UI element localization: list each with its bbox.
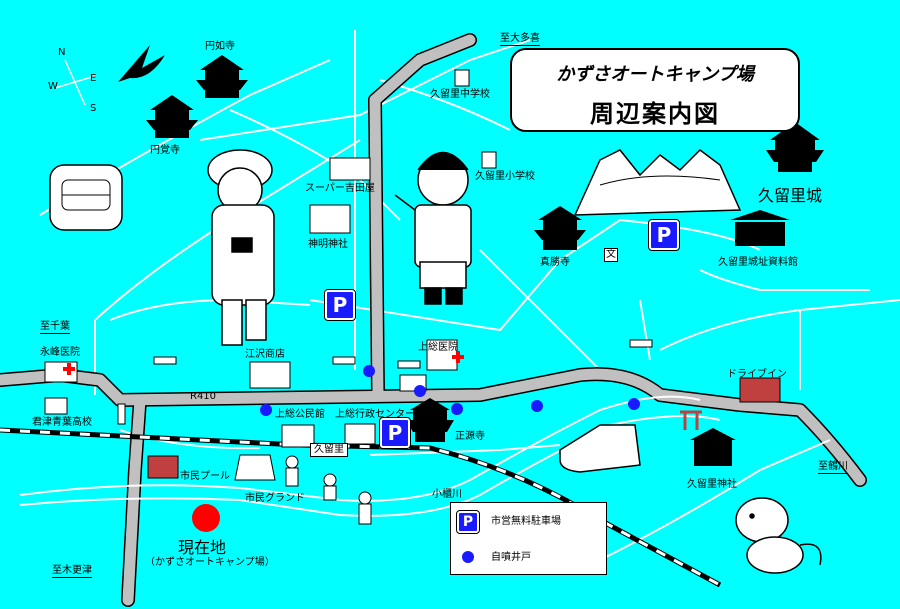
shoe-icon	[559, 424, 641, 473]
label-enkakuji: 円覚寺	[150, 145, 180, 156]
temple-icon	[146, 55, 824, 466]
label-to-kisarazu: 至木更津	[52, 565, 92, 578]
label-kururi-shrine: 久留里神社	[687, 479, 737, 490]
well-marker	[451, 403, 463, 415]
compass-n: N	[58, 47, 66, 58]
label-castle-museum: 久留里城址資料館	[718, 257, 798, 268]
school-mark: 文	[604, 248, 618, 262]
label-joso-clinic: 上総医院	[418, 342, 458, 353]
legend-parking-icon: P	[456, 510, 480, 534]
title-panel: かずさオートキャンプ場 周辺案内図	[510, 48, 800, 132]
swallow-icon	[118, 45, 165, 82]
label-current-location: 現在地	[178, 538, 227, 557]
parking-marker: P	[379, 417, 411, 449]
mountain-icon	[573, 149, 742, 216]
compass-s: S	[90, 103, 97, 114]
label-to-chiba: 至千葉	[40, 321, 70, 334]
hospital-cross-icon	[63, 351, 464, 375]
hikers-icon	[285, 455, 372, 525]
compass-rose-icon	[54, 59, 96, 106]
hiker-girl-icon	[207, 149, 275, 346]
legend-parking-label: 市営無料駐車場	[491, 516, 561, 527]
main-roads	[0, 34, 866, 606]
river	[19, 395, 831, 561]
well-marker	[531, 400, 543, 412]
label-current-location-sub: （かずさオートキャンプ場）	[145, 557, 275, 568]
well-marker	[628, 398, 640, 410]
title-camp-name: かずさオートキャンプ場	[556, 64, 754, 85]
label-esawa-store: 江沢商店	[245, 349, 285, 360]
label-to-tsurukawa: 至鶴川	[818, 461, 848, 474]
dog-icon	[735, 497, 822, 574]
label-shinmei: 神明神社	[308, 239, 348, 250]
city-pool-icon	[234, 454, 276, 481]
legend-well-label: 自噴井戸	[491, 552, 531, 563]
label-kimitsu-school: 君津青葉高校	[32, 417, 92, 428]
backpack-icon	[49, 164, 123, 231]
title-map-name: 周辺案内図	[590, 100, 720, 128]
label-to-tatakino: 至大多喜	[500, 33, 540, 46]
label-kuri-middle: 久留里中学校	[430, 89, 490, 100]
label-joso-hall: 上総公民館	[275, 409, 325, 420]
torii-icon	[680, 410, 702, 430]
label-city-ground: 市民グランド	[245, 493, 305, 504]
label-supermarket: スーパー吉田屋	[305, 183, 375, 194]
label-route-410: R410	[190, 391, 217, 402]
label-shinshoji: 真勝寺	[540, 257, 570, 268]
label-kururi-station: 久留里	[310, 443, 348, 457]
current-location-marker	[192, 504, 220, 532]
compass-e: E	[90, 73, 97, 84]
well-marker	[260, 404, 272, 416]
well-marker	[414, 385, 426, 397]
label-shogenji: 正源寺	[455, 431, 485, 442]
label-drivein: ドライブイン	[727, 369, 787, 380]
parking-marker: P	[324, 289, 356, 321]
traffic-light-icon	[117, 339, 653, 425]
label-nagamine-clinic: 永峰医院	[40, 347, 80, 358]
label-city-pool: 市民プール	[180, 471, 230, 482]
legend-panel: P 市営無料駐車場 自噴井戸	[450, 502, 607, 575]
parking-marker: P	[648, 219, 680, 251]
label-enjoji: 円如寺	[205, 41, 235, 52]
well-marker	[363, 365, 375, 377]
boy-icon	[394, 151, 472, 305]
label-koito-river: 小櫃川	[432, 489, 462, 500]
label-kuri-primary: 久留里小学校	[475, 171, 535, 182]
label-kururi-castle: 久留里城	[758, 186, 823, 205]
label-joso-center: 上総行政センター	[335, 409, 415, 420]
legend-well-icon	[462, 551, 474, 563]
compass-w: W	[48, 81, 58, 92]
